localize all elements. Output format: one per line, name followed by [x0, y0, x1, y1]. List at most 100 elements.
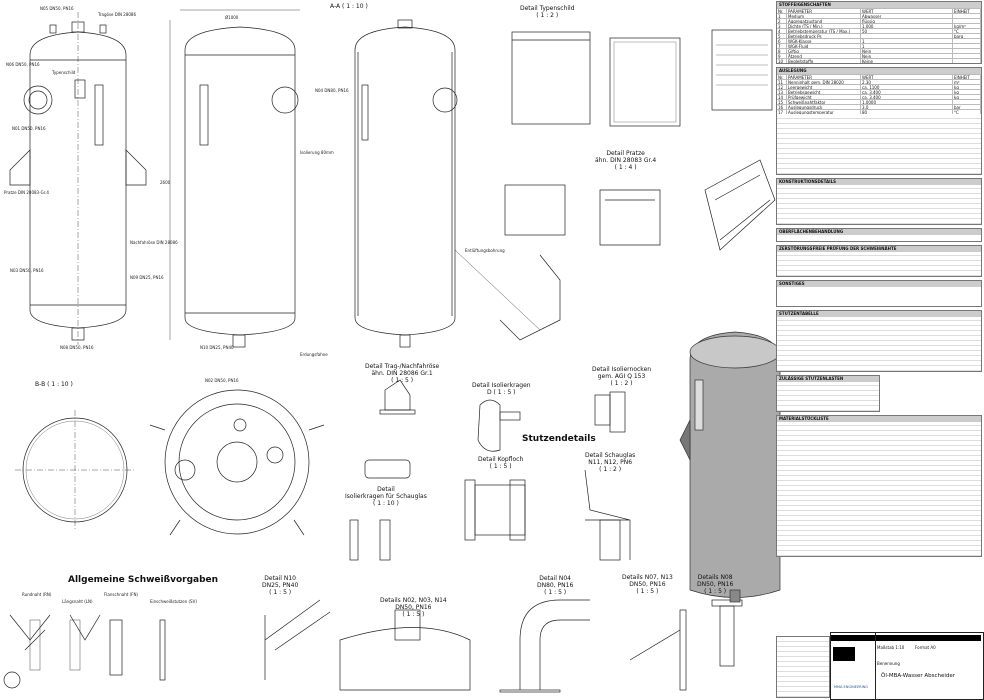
table-title: OBERFLÄCHENBEHANDLUNG [777, 229, 981, 235]
redacted-box [833, 647, 855, 661]
table-pruefung: ZERSTÖRUNGSFREIE PRÜFUNG DER SCHWEIßNÄHT… [776, 245, 982, 277]
table-title: SONSTIGES [777, 281, 981, 287]
n02-title-line: Details N02, N03, N14 [380, 597, 447, 604]
table-oberflaeche: OBERFLÄCHENBEHANDLUNG [776, 228, 982, 242]
table-cell: kg [953, 95, 981, 99]
label-n06: N06 DN50, PN16 [6, 62, 40, 67]
table-header-cell: WERT [861, 9, 953, 13]
table-header-cell: PARAMETER [787, 9, 861, 13]
n04-scale: ( 1 : 5 ) [544, 589, 567, 596]
vessel-front-view [9, 12, 147, 345]
schauglas-scale: ( 1 : 2 ) [599, 466, 622, 473]
kopfloch-title: Detail Kopfloch( 1 : 5 ) [478, 456, 523, 470]
label-pratze: Pratze DIN 28083-Gr.4 [4, 190, 49, 195]
table-cell: 13 [777, 90, 787, 94]
table-cell: 4 [777, 29, 787, 33]
isolierkragen-schauglas-line2: Isolierkragen für Schauglas [345, 493, 427, 500]
pratze-scale: ( 1 : 4 ) [614, 164, 637, 171]
n08-title-line: Details N08 [697, 574, 733, 581]
tragoese-norm: ähn. DIN 28086 Gr.1 [371, 370, 433, 377]
table-cell [953, 44, 981, 48]
table-header-cell: WERT [861, 75, 953, 79]
table-cell: Prüfgewicht [787, 95, 861, 99]
table-cell: Betriebsdruck Ps [787, 34, 861, 38]
n07-spec: DN50, PN16 [629, 581, 666, 588]
weld-symbols [3, 614, 166, 689]
table-stutzen: STUTZENTABELLE [776, 310, 982, 372]
table-header-cell: Nr. [777, 9, 787, 13]
table-cell: 8 [777, 49, 787, 53]
company-logo: MMA ENGINEERING [834, 685, 868, 689]
n10-spec: DN25, PN40 [262, 582, 299, 589]
redacted-bar [831, 635, 981, 641]
label-isolierung: Isolierung 80mm [300, 150, 334, 155]
isoliernocken-norm: gem. AGI Q 153 [597, 373, 646, 380]
table-cell: 3,0 [861, 105, 953, 109]
nozzle-details [264, 599, 743, 693]
vessel-side-view [169, 9, 300, 348]
table-cell: 3 [777, 24, 787, 28]
table-cell: Nein [861, 49, 953, 53]
table-cell: Giftig [787, 49, 861, 53]
table-cell [861, 34, 953, 38]
format-label: Format A0 [915, 645, 936, 650]
table-title: ZERSTÖRUNGSFREIE PRÜFUNG DER SCHWEIßNÄHT… [777, 246, 981, 252]
table-title: MATERIALSTÜCKLISTE [777, 416, 981, 422]
n02-spec: DN50, PN16 [395, 604, 432, 611]
isoliernocken-scale: ( 1 : 2 ) [610, 380, 633, 387]
table-cell: Dichte (TS / Min.) [787, 24, 861, 28]
table-cell: Medium [787, 14, 861, 18]
section-bb-view [15, 410, 135, 530]
typenschild-title-line: Detail Typenschild [520, 5, 575, 12]
title-block-divider [875, 633, 876, 699]
label-height: 2600 [160, 180, 171, 185]
table-filler-rows [777, 114, 981, 174]
n07-title-line: Details N07, N13 [622, 574, 673, 581]
drawing-name: Öl-MBA-Wasser Abscheider [881, 673, 956, 679]
table-cell: 14 [777, 95, 787, 99]
table-cell: 1 [861, 44, 953, 48]
isolierkragen-schauglas-line1: Detail [377, 486, 395, 493]
n02-scale: ( 1 : 5 ) [402, 611, 425, 618]
table-cell [953, 59, 981, 63]
pratze-detail [499, 159, 776, 341]
table-cell: Schweißnahtfaktor [787, 100, 861, 104]
table-cell: 11 [777, 80, 787, 84]
table-cell: bar [953, 105, 981, 109]
table-cell: ca. 3.400 [861, 90, 953, 94]
table-cell: Ätzend [787, 54, 861, 58]
table-cell: Betriebstemperatur (TS / Max.) [787, 29, 861, 33]
table-cell: Nein [861, 54, 953, 58]
n08-scale: ( 1 : 5 ) [704, 588, 727, 595]
benennung-label: Benennung [877, 661, 900, 666]
table-cell: 1 [777, 14, 787, 18]
section-aa-title: A-A ( 1 : 10 ) [330, 3, 368, 10]
table-title: AUSLEGUNG [777, 68, 981, 74]
scale-label: Maßstab 1:10 [877, 645, 905, 650]
table-cell: Abwasser [861, 14, 953, 18]
table-cell: kg [953, 85, 981, 89]
n10-title-line: Detail N10 [264, 575, 297, 582]
weld-heading: Allgemeine Schweißvorgaben [68, 575, 219, 585]
